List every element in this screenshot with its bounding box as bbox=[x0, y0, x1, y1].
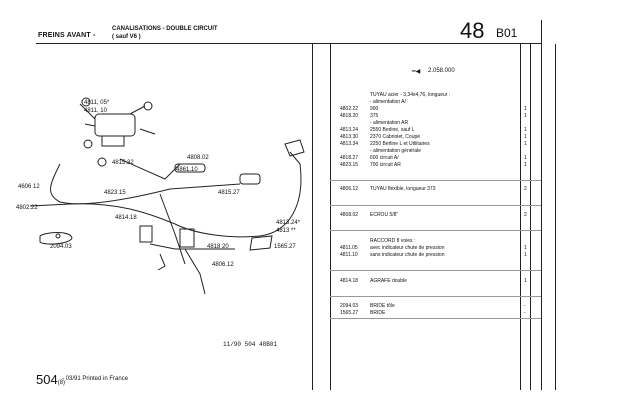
drawing-ref-arrow-icon: ━◀ bbox=[412, 69, 421, 75]
callout-4606-12: 4606 12 bbox=[18, 184, 40, 190]
callout-4818-20: 4818 20 bbox=[207, 244, 229, 250]
callout-4814-18: 4814.18 bbox=[115, 215, 137, 221]
footer-print-info: - 03/91 Printed in France bbox=[62, 376, 129, 382]
table-row: - alimentation AR bbox=[370, 120, 409, 126]
page-title: FREINS AVANT - bbox=[38, 32, 96, 39]
callout-4811-05: 4811, 05* bbox=[84, 100, 110, 106]
section-code: B01 bbox=[496, 26, 518, 40]
table-row: RACCORD 8 voies : bbox=[370, 238, 416, 244]
callout-4823-15: 4823.15 bbox=[104, 190, 126, 196]
row-separator bbox=[330, 296, 541, 297]
brake-line-diagram bbox=[29, 97, 305, 295]
row-separator bbox=[330, 205, 541, 206]
callout-4815-32: 4815.32 bbox=[112, 160, 134, 166]
header-rule bbox=[36, 43, 541, 44]
callout-1565-27: 1565.27 bbox=[274, 244, 296, 250]
qty-divider bbox=[520, 44, 521, 390]
callout-4813: 4813 ** bbox=[276, 228, 296, 234]
callout-2094-03: 2094.03 bbox=[50, 244, 72, 250]
row-separator bbox=[330, 180, 541, 181]
callout-4813-24: 4813.24* bbox=[276, 220, 301, 226]
page-number: 48 bbox=[460, 18, 485, 43]
table-border-right bbox=[541, 20, 542, 390]
row-separator bbox=[330, 230, 541, 231]
footer-page-number: 504(8) bbox=[36, 372, 66, 387]
margin-line bbox=[555, 44, 556, 390]
callout-4808-02: 4808.02 bbox=[187, 155, 209, 161]
table-row: - alimentation générale bbox=[370, 148, 421, 154]
page-subtitle-note: ( sauf V6 ) bbox=[112, 34, 141, 40]
table-row: - alimentation A/ bbox=[370, 99, 406, 105]
table-divider bbox=[330, 44, 331, 390]
page-subtitle: CANALISATIONS - DOUBLE CIRCUIT bbox=[112, 26, 218, 32]
callout-4802-22: 4802.22 bbox=[16, 205, 38, 211]
callout-4815-27: 4815.27 bbox=[218, 190, 240, 196]
callout-4861-10: 4861.10 bbox=[176, 167, 198, 173]
drawing-reference: 11/90 504 48B01 bbox=[223, 341, 278, 348]
callout-4811-10: 4811, 10 bbox=[84, 108, 107, 114]
row-separator bbox=[330, 270, 541, 271]
callout-4806-12: 4806.12 bbox=[212, 262, 234, 268]
row-separator bbox=[330, 318, 541, 319]
drawing-ref: 2.058.000 bbox=[428, 68, 455, 74]
col-divider bbox=[530, 44, 531, 390]
table-border-left bbox=[312, 44, 313, 390]
table-row: TUYAU acier - 3,34x4,76, longueur : bbox=[370, 92, 451, 98]
